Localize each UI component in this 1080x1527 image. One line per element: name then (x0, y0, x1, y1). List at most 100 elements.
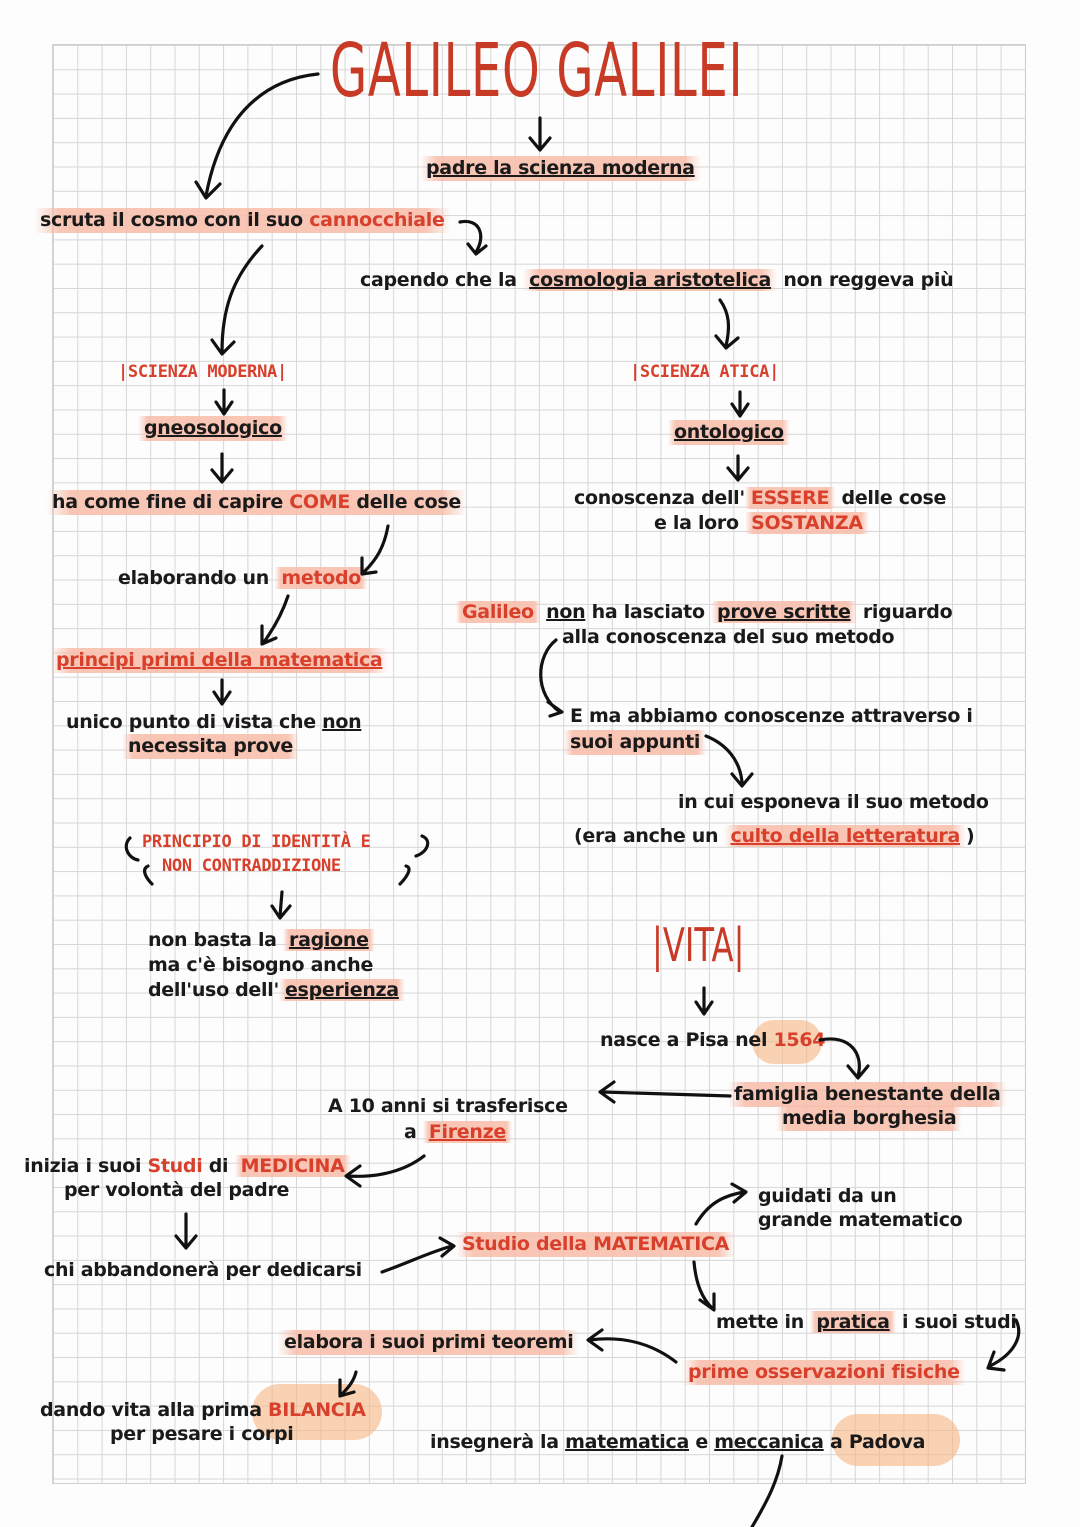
highlight-blob (252, 1384, 382, 1440)
node-scruta: scruta il cosmo con il suo cannocchiale (34, 208, 451, 233)
node-text: scruta il cosmo con il suo (40, 209, 310, 231)
node-unico: unico punto di vista che non (66, 710, 362, 735)
arrow (194, 72, 320, 200)
arrow (539, 638, 564, 718)
node-text: di (202, 1155, 235, 1177)
arrow (730, 390, 750, 418)
node-text: ) (966, 825, 975, 847)
node-text: a (404, 1121, 423, 1143)
arrow (586, 1328, 678, 1364)
arrow (174, 1212, 198, 1250)
node-text: riguardo (856, 601, 953, 623)
arrow (260, 594, 290, 646)
node-unico-2: necessita prove (122, 734, 300, 759)
arrow (210, 244, 264, 356)
node-keyword: MATEMATICA (593, 1233, 730, 1255)
node-keyword: esperienza (278, 979, 405, 1001)
arrow (124, 836, 154, 886)
node-bilancia-2: per pesare i corpi (110, 1423, 294, 1445)
node-abbandonera: chi abbandonerà per dedicarsi (44, 1259, 362, 1281)
node-keyword: metodo (275, 567, 368, 589)
node-text: a Padova (823, 1431, 926, 1453)
arrow (692, 1260, 716, 1312)
node-metodo: elaborando un metodo (118, 566, 368, 591)
node-medicina-2: per volontà del padre (64, 1179, 290, 1201)
highlight-blob (832, 1414, 960, 1466)
node-appunti-2: suoi appunti (564, 730, 707, 755)
arrow (214, 388, 234, 416)
node-guidati-2: grande matematico (758, 1209, 963, 1231)
node-text: i suoi studi (895, 1311, 1017, 1333)
arrow (338, 1370, 358, 1398)
arrow (750, 1454, 784, 1527)
box-scienza-atica: |SCIENZA ATICA| (630, 362, 780, 382)
node-anni-2: a Firenze (404, 1120, 512, 1145)
node-gneosologico: gneosologico (138, 416, 288, 441)
node-keyword: Studi (147, 1155, 203, 1177)
node-keyword: MEDICINA (234, 1155, 351, 1177)
node-medicina: inizia i suoi Studi di MEDICINA (24, 1154, 351, 1179)
arrow (818, 1037, 870, 1080)
arrow (380, 1236, 456, 1274)
node-keyword: SOSTANZA (745, 512, 869, 534)
node-text: elaborando un (118, 567, 276, 589)
node-galileo-2: alla conoscenza del suo metodo (562, 626, 895, 648)
node-famiglia-2: media borghesia (776, 1106, 963, 1131)
node-text: conoscenza dell' (574, 487, 745, 509)
arrow (270, 890, 292, 920)
node-keyword: matematica (565, 1431, 689, 1453)
node-text: nasce a Pisa nel (600, 1029, 774, 1051)
arrow (398, 834, 430, 886)
node-keyword: ragione (283, 929, 375, 951)
node-text: delle cose (350, 491, 461, 513)
node-famiglia: famiglia benestante della (728, 1082, 1007, 1107)
arrow (458, 219, 488, 256)
node-ragione-2: ma c'è bisogno anche (148, 954, 374, 976)
node-keyword: COME (289, 491, 351, 513)
node-keyword: Firenze (422, 1121, 512, 1143)
arrow (212, 678, 232, 706)
node-text: mette in (716, 1311, 811, 1333)
node-fine: ha come fine di capire COME delle cose (46, 490, 467, 515)
node-pratica: mette in pratica i suoi studi (716, 1310, 1017, 1335)
node-text: dell'uso dell' (148, 979, 279, 1001)
node-keyword: culto della letteratura (724, 825, 967, 847)
section-vita-title: |VITA| (652, 918, 745, 972)
arrow (360, 524, 390, 576)
node-capendo: capendo che la cosmologia aristotelica n… (360, 268, 954, 293)
arrow (598, 1080, 732, 1104)
box-scienza-moderna: |SCIENZA MODERNA| (118, 362, 287, 382)
node-anni: A 10 anni si trasferisce (328, 1095, 568, 1117)
node-text: ha lasciato (585, 601, 712, 623)
node-text: non basta la (148, 929, 284, 951)
arrow (694, 986, 714, 1016)
node-keyword: meccanica (714, 1431, 824, 1453)
node-culto: (era anche un culto della letteratura) (574, 824, 975, 849)
node-text: padre la scienza moderna (426, 157, 695, 179)
box-principio-1: PRINCIPIO DI IDENTITÀ E (142, 832, 371, 852)
node-text: ha come fine di capire (52, 491, 290, 513)
node-keyword: BILANCIA (268, 1399, 366, 1421)
arrow (528, 116, 552, 152)
node-keyword: cannocchiale (309, 209, 445, 231)
node-keyword: ESSERE (744, 487, 836, 509)
node-keyword: pratica (810, 1311, 896, 1333)
arrow (986, 1318, 1021, 1372)
node-keyword: cosmologia aristotelica (523, 269, 778, 291)
arrow (704, 734, 754, 788)
node-text: e la loro (654, 512, 746, 534)
highlight-blob (752, 1020, 822, 1064)
node-galileo: Galileo non ha lasciato prove scritte ri… (456, 600, 953, 625)
node-ontologico: ontologico (668, 420, 790, 445)
node-text: delle cose (835, 487, 947, 509)
node-text: capendo che la (360, 269, 524, 291)
node-text: e (689, 1431, 715, 1453)
node-conoscenza: conoscenza dell'ESSERE delle cose (574, 486, 946, 511)
node-text: unico punto di vista che (66, 711, 323, 733)
node-matematica: Studio della MATEMATICA (456, 1232, 736, 1257)
node-keyword: 1564 (773, 1029, 826, 1051)
node-guidati: guidati da un (758, 1185, 897, 1207)
box-principio-2: NON CONTRADDIZIONE (162, 856, 341, 876)
node-keyword: non (322, 711, 362, 733)
